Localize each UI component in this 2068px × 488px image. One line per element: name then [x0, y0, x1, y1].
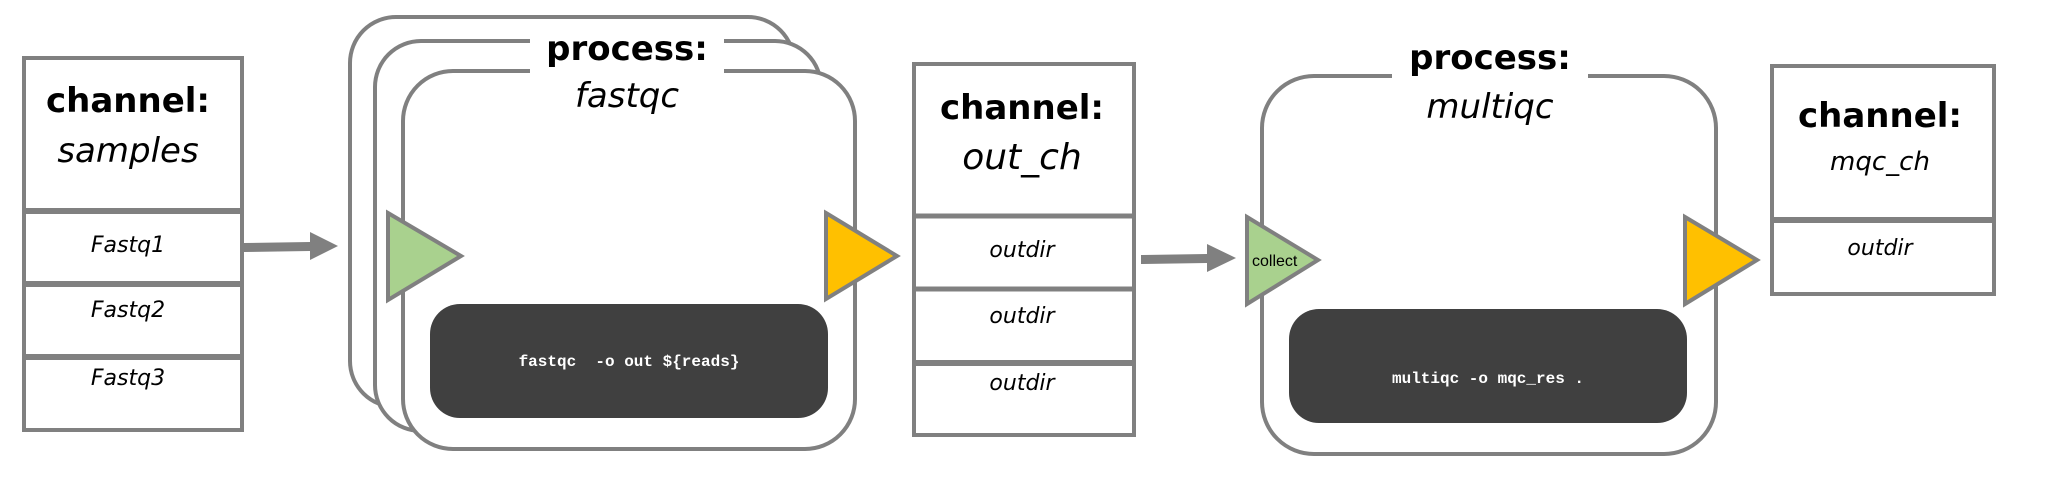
output-port-icon: [824, 209, 901, 303]
command-block: [430, 304, 828, 418]
process-fastqc: process: fastqc fastqc -o out ${reads}: [348, 15, 901, 451]
channel-label: channel:: [940, 88, 1104, 128]
title-gap: [1392, 40, 1588, 90]
command-block: [1289, 309, 1687, 423]
channel-item: outdir: [989, 304, 1056, 329]
channel-label: channel:: [1798, 96, 1962, 136]
arrow-right-icon: [1141, 244, 1236, 272]
channel-name: mqc_ch: [1830, 147, 1930, 177]
process-label: process:: [1409, 38, 1571, 78]
process-label: process:: [546, 29, 708, 69]
channel-box: [22, 56, 244, 432]
channel-item: outdir: [1847, 236, 1914, 261]
channel-name: out_ch: [962, 137, 1082, 178]
arrow-right-icon: [244, 232, 338, 260]
channel-mqc-ch: channel: mqc_ch outdir: [1770, 64, 1996, 296]
channel-item: outdir: [989, 371, 1056, 396]
channel-samples: channel: samples Fastq1 Fastq2 Fastq3: [22, 56, 244, 432]
process-multiqc: process: multiqc multiqc -o mqc_res . co…: [1245, 38, 1761, 456]
input-port-label: collect: [1252, 253, 1298, 270]
arrow-samples-to-fastqc: [244, 232, 338, 260]
channel-item: Fastq1: [91, 233, 165, 258]
channel-name: samples: [57, 131, 198, 171]
output-port-icon: [1683, 213, 1761, 308]
title-gap: [530, 30, 724, 82]
input-port-icon: [1245, 213, 1322, 308]
channel-box: [912, 62, 1136, 437]
channel-out-ch: channel: out_ch outdir outdir outdir: [912, 62, 1136, 437]
channel-item: Fastq3: [91, 366, 165, 391]
channel-box: [1770, 64, 1996, 296]
channel-item: Fastq2: [91, 298, 165, 323]
command-text: fastqc -o out ${reads}: [519, 353, 740, 371]
arrow-out-ch-to-multiqc: [1141, 244, 1236, 272]
input-port-icon: [386, 209, 465, 304]
channel-label: channel:: [46, 81, 210, 121]
command-text: multiqc -o mqc_res .: [1392, 370, 1584, 388]
process-name: fastqc: [575, 76, 679, 116]
process-name: multiqc: [1426, 87, 1553, 127]
channel-item: outdir: [989, 238, 1056, 263]
